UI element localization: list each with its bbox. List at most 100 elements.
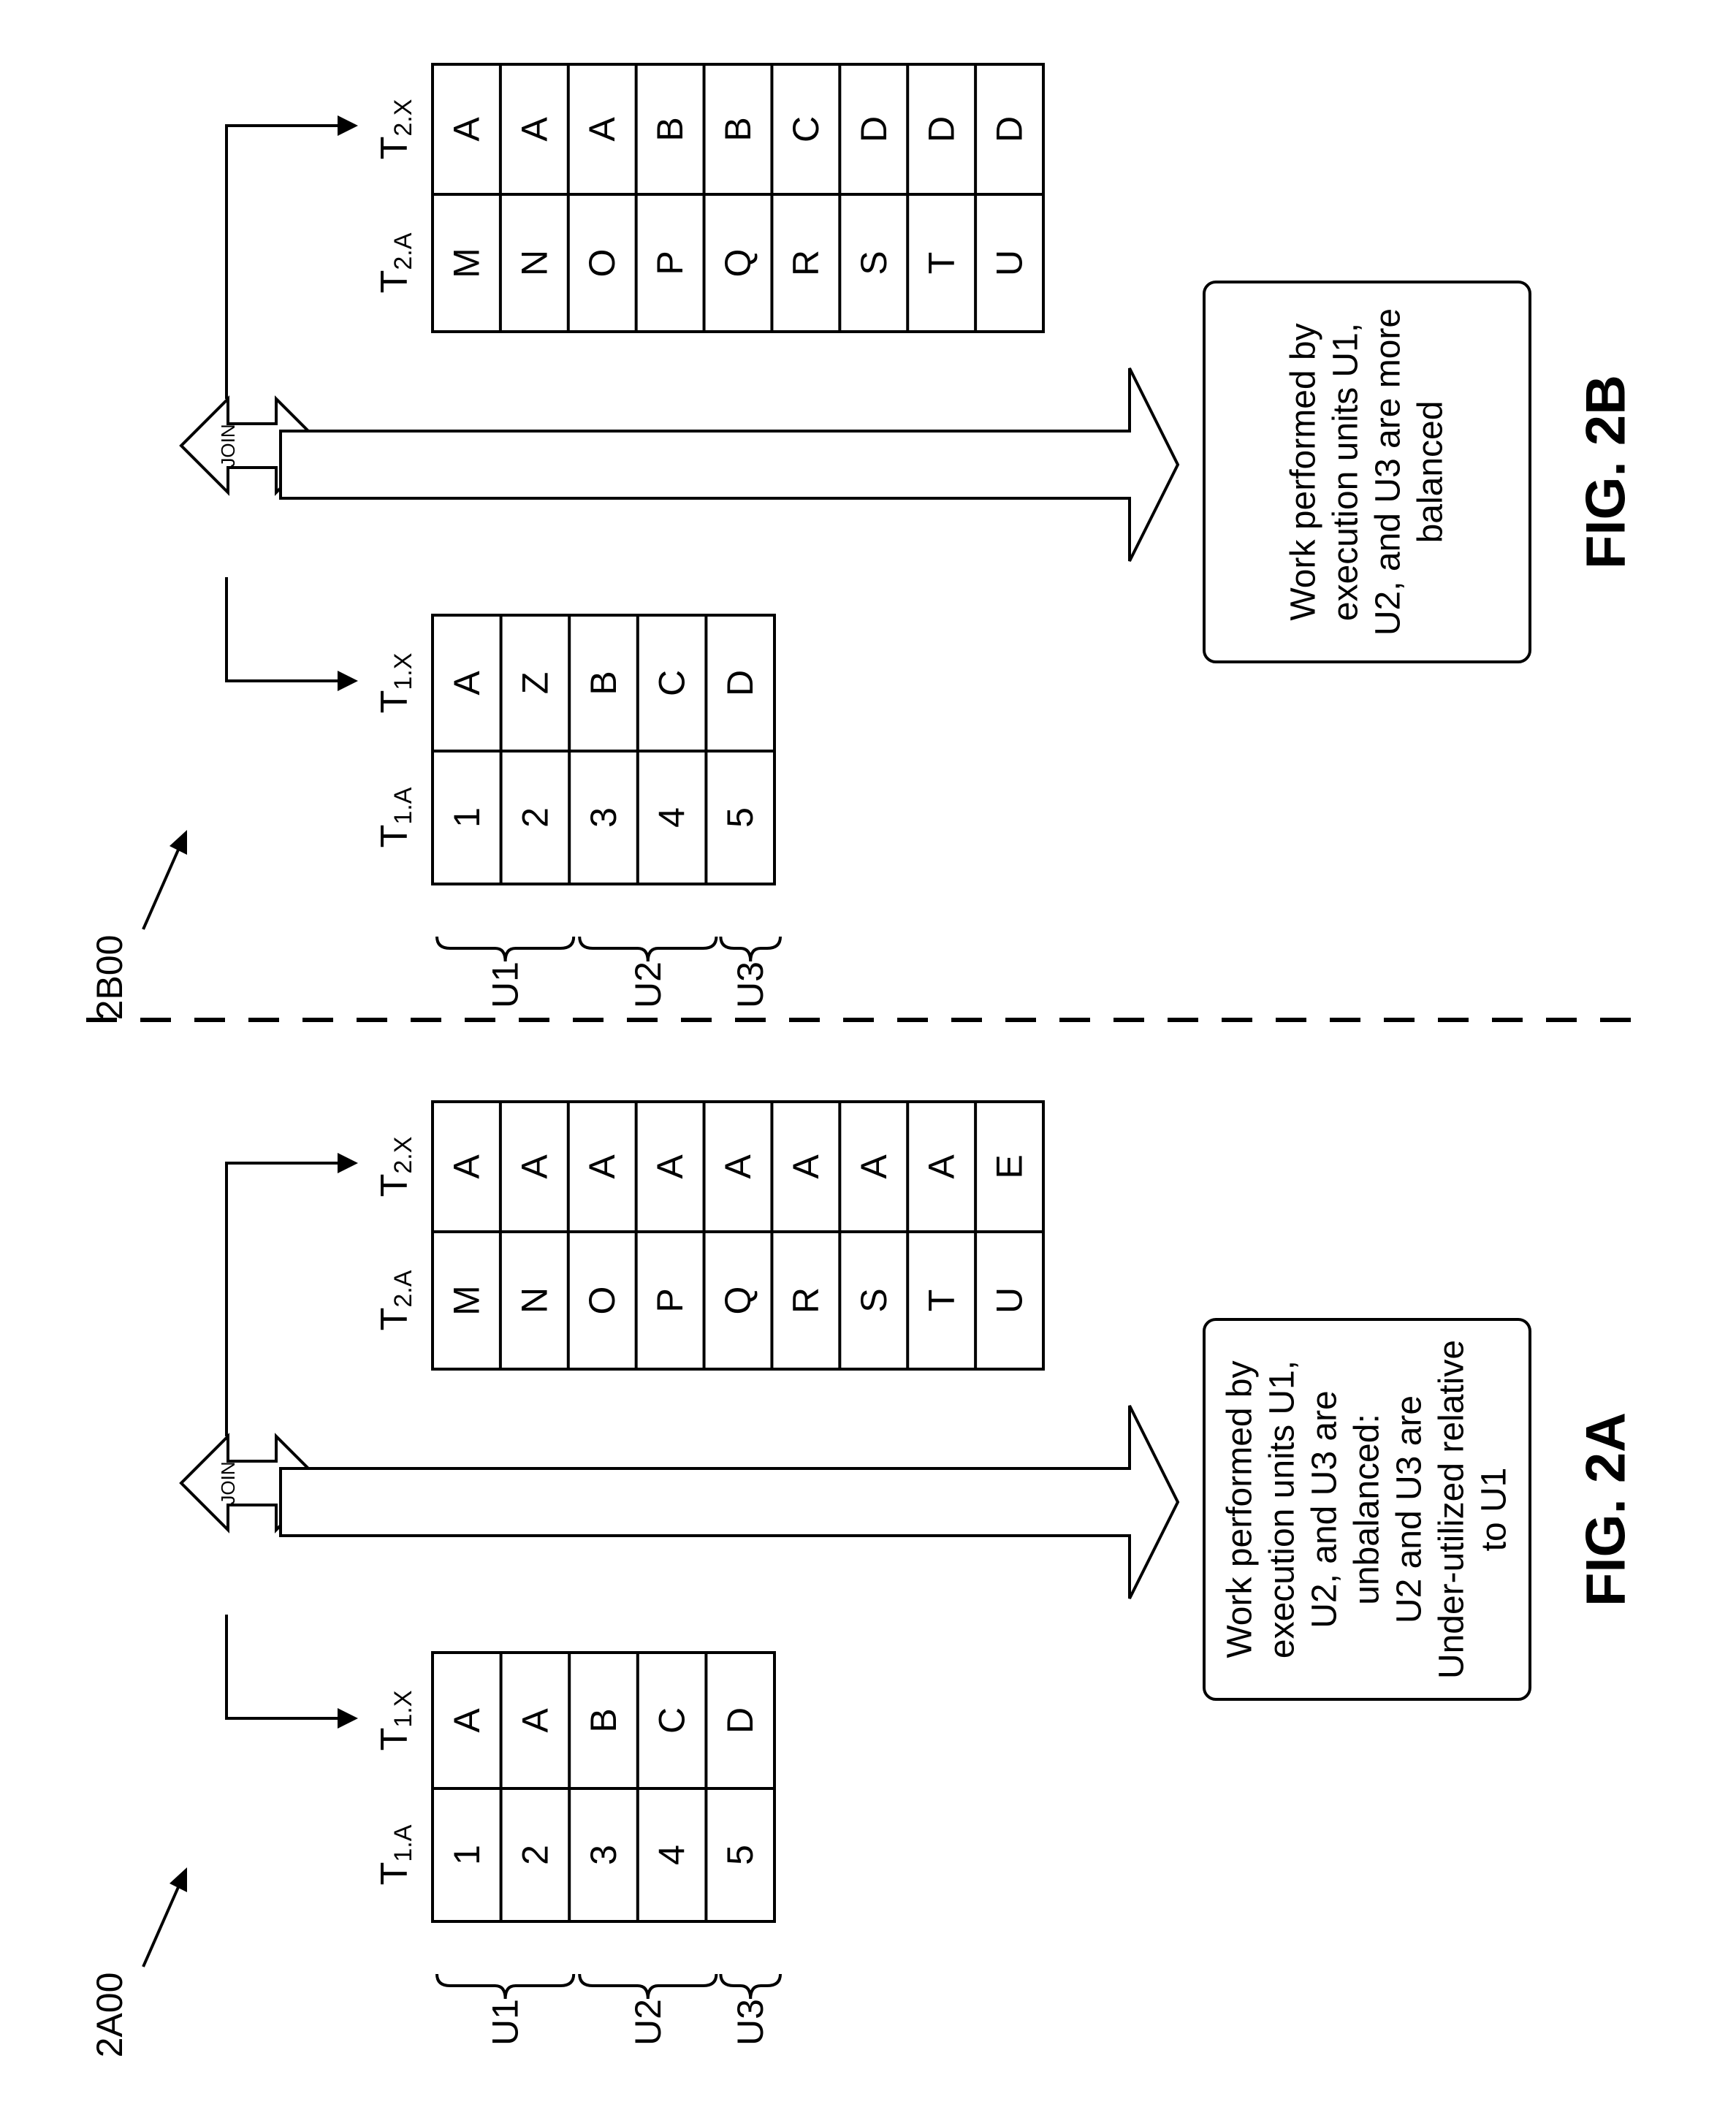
fig-2a-table-t1-cell-key: 2 <box>514 1845 555 1865</box>
fig-2a-note-box: Work performed byexecution units U1,U2, … <box>1204 1319 1530 1699</box>
fig-2b-note-line: Work performed by <box>1284 323 1323 620</box>
fig-2b-table-t2-cell-value: D <box>989 116 1030 142</box>
fig-2b-table-t2-cell-key: O <box>582 249 623 278</box>
fig-2b-outcome-arrow <box>281 368 1178 561</box>
fig-2a-table-t2-cell-key: N <box>514 1287 555 1314</box>
fig-2a-note-line: Under-utilized relative <box>1433 1340 1472 1679</box>
fig-2b-table-t2: MANAOAPBQBRCSDTDUDT2.AT2.X <box>373 64 1043 332</box>
fig-2b-brace-u1 <box>437 937 574 961</box>
fig-2a-table-t1-cell-value: A <box>514 1708 555 1733</box>
fig-2b-table-t2-cell-value: A <box>514 117 555 142</box>
fig-2a-brace-u2 <box>579 1974 716 1999</box>
fig-2b-table-t1-cell-key: 1 <box>446 807 487 828</box>
fig-2b-table-t1-header-x-main: T <box>373 690 416 714</box>
fig-2a-table-t2-cell-value: A <box>853 1154 894 1179</box>
fig-2a-brace-u1 <box>437 1974 574 1999</box>
fig-2a-table-t2-header-a: T2.A <box>373 1270 417 1330</box>
fig-2b-table-t2-header-a-main: T <box>373 270 416 294</box>
fig-2b-table-t1-header-x-subscript: 1.X <box>389 653 417 690</box>
fig-2b-brace-u3 <box>720 937 780 961</box>
fig-2b-table-t1-header-x: T1.X <box>373 653 417 714</box>
fig-2a-table-t1-cell-value: A <box>446 1708 487 1733</box>
fig-2a-note-line: Work performed by <box>1221 1360 1260 1658</box>
fig-2a-brace-u3 <box>720 1974 780 1999</box>
fig-2a-table-t1-header-a-main: T <box>373 1862 416 1886</box>
fig-2a-unit-label: U3 <box>730 1999 771 2046</box>
fig-2a-reference-label: 2A00 <box>89 1973 130 2058</box>
fig-2a-table-t1-header-x: T1.X <box>373 1691 417 1751</box>
fig-2b-table-t2-cell-value: D <box>853 116 894 142</box>
fig-2b-table-t1-cell-value: A <box>446 671 487 696</box>
fig-2b-table-t1-header-a: T1.A <box>373 787 417 847</box>
fig-2a-figure-label: FIG. 2A <box>1575 1412 1637 1607</box>
fig-2a-table-t2-border <box>433 1102 1043 1369</box>
fig-2a-table-t2-cell-key: P <box>650 1288 690 1312</box>
fig-2b-unit-label: U3 <box>730 961 771 1008</box>
fig-2b-table-t1-header-a-subscript: 1.A <box>389 787 417 824</box>
fig-2b-table-t2-header-x-subscript: 2.X <box>389 99 417 137</box>
fig-2a-table-t2-cell-value: A <box>921 1154 962 1179</box>
fig-2a-table-t2-cell-value: A <box>650 1154 690 1179</box>
fig-2a-note-line: unbalanced: <box>1348 1414 1387 1605</box>
fig-2a-table-t2-header-a-subscript: 2.A <box>389 1270 417 1307</box>
fig-2b-table-t2-cell-key: S <box>853 251 894 275</box>
fig-2a-table-t2-cell-key: Q <box>717 1287 758 1315</box>
fig-2b-table-t2-cell-key: N <box>514 250 555 276</box>
fig-2b-join-connectors <box>226 115 358 691</box>
fig-2b-table-t2-cell-value: B <box>717 117 758 141</box>
fig-2b-unit-braces: U1U2U3 <box>437 937 780 1008</box>
fig-2a-table-t1-header-x-subscript: 1.X <box>389 1691 417 1728</box>
fig-2a-note-line: to U1 <box>1475 1468 1514 1552</box>
fig-2a-table-t2-cell-key: R <box>785 1287 826 1314</box>
fig-2b-table-t2-border <box>433 64 1043 332</box>
fig-2b-table-t2-cell-key: R <box>785 250 826 276</box>
fig-2b-table-t1-cell-key: 2 <box>514 807 555 828</box>
fig-2b-join-label: JOIN <box>217 424 239 467</box>
fig-2a-outcome-arrow <box>281 1406 1178 1599</box>
fig-2a-join-connectors <box>226 1153 358 1729</box>
fig-2a-table-t2-cell-value: A <box>514 1154 555 1179</box>
fig-2a-note-line: U2, and U3 are <box>1306 1390 1344 1628</box>
fig-2a-note-line: U2 and U3 are <box>1390 1395 1429 1623</box>
fig-2a-table-t2-cell-key: O <box>582 1287 623 1315</box>
fig-2b-note-border <box>1204 282 1530 662</box>
fig-2b-table-t2-header-a: T2.A <box>373 232 417 293</box>
fig-2b-table-t2-cell-key: U <box>989 250 1030 276</box>
fig-2a-unit-label: U1 <box>485 1999 526 2046</box>
fig-2a-arrowhead-t2 <box>338 1153 358 1173</box>
fig-2b-table-t2-cell-key: M <box>446 248 487 278</box>
fig-2b-table-t1-cell-value: D <box>720 670 761 696</box>
fig-2b-figure-label: FIG. 2B <box>1575 375 1637 569</box>
fig-2b-note-line: execution units U1, <box>1327 323 1366 621</box>
fig-2b-table-t1-cell-value: B <box>583 671 624 695</box>
fig-2a-table-t1-cell-key: 3 <box>583 1845 624 1865</box>
fig-2b-arrowhead-t1 <box>338 671 358 691</box>
fig-2b-table-t2-cell-value: A <box>582 117 623 142</box>
fig-2a-table-t2-cell-value: A <box>785 1154 826 1179</box>
fig-2a-table-t1-header-a: T1.A <box>373 1824 417 1885</box>
fig-2a-table-t1-cell-key: 4 <box>652 1845 693 1865</box>
fig-2b-table-t2-cell-value: A <box>446 117 487 142</box>
fig-2b-table-t1-cell-value: Z <box>514 672 555 695</box>
fig-2b-table-t2-header-x-main: T <box>373 137 416 160</box>
fig-2b-reference-label: 2B00 <box>89 935 130 1021</box>
fig-2a-join-label: JOIN <box>217 1461 239 1504</box>
fig-2a-connector-to-t1 <box>226 1615 343 1718</box>
fig-2b-table-t2-cell-value: B <box>650 117 690 141</box>
fig-2a-unit-label: U2 <box>628 1999 669 2046</box>
fig-2a-table-t2-cell-value: A <box>446 1154 487 1179</box>
fig-2b-table-t1: 1A2Z3B4C5DT1.AT1.X <box>373 615 774 884</box>
fig-2b-table-t2-cell-value: C <box>785 116 826 142</box>
fig-2b-table-t1-cell-key: 3 <box>583 807 624 828</box>
fig-2b-table-t2-cell-key: P <box>650 251 690 275</box>
fig-2b-table-t2-cell-key: T <box>921 252 962 275</box>
fig-2a-note-line: execution units U1, <box>1263 1360 1302 1658</box>
fig-2b-table-t1-cell-value: C <box>652 670 693 696</box>
fig-2a-table-t1: 1A2A3B4C5DT1.AT1.X <box>373 1653 774 1921</box>
fig-2a-reference-arrow <box>143 1881 181 1967</box>
fig-2a-table-t2-cell-value: E <box>989 1154 1030 1178</box>
fig-2b-note-line: balanced <box>1412 401 1450 544</box>
fig-2a-table-t1-cell-value: D <box>720 1707 761 1734</box>
fig-2b-table-t1-cell-key: 4 <box>652 807 693 828</box>
